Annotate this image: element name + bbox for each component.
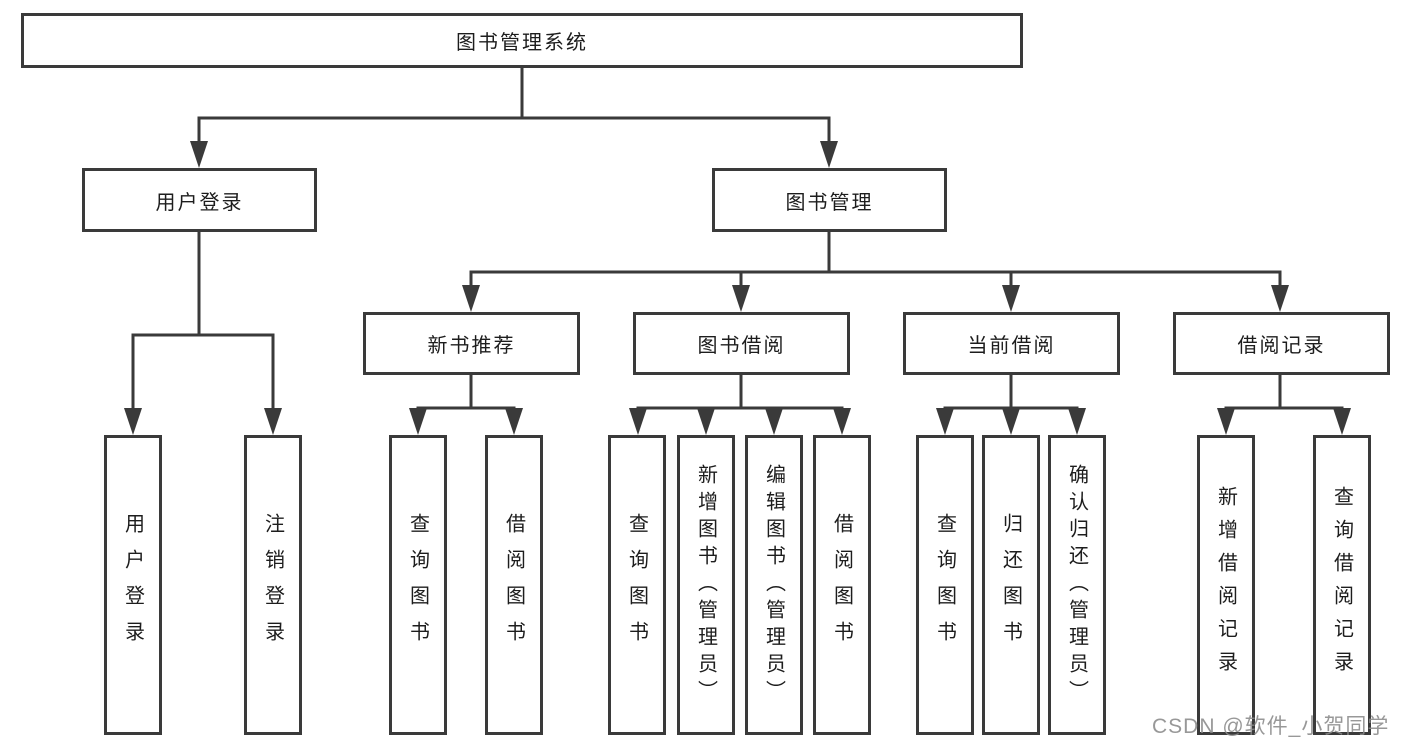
csdn-watermark: CSDN @软件_小贺同学 <box>1152 715 1390 738</box>
node-new-book-recommend: 新书推荐 <box>363 312 580 375</box>
leaf-query-books-recommend: 查询图书 <box>389 435 447 735</box>
leaf-user-login: 用户登录 <box>104 435 162 735</box>
node-current-borrow: 当前借阅 <box>903 312 1120 375</box>
node-book-borrow: 图书借阅 <box>633 312 850 375</box>
arrowheads <box>124 141 1351 435</box>
leaf-label: 新增图书（管理员） <box>694 463 717 707</box>
leaf-label: 查询图书 <box>933 513 956 657</box>
leaf-label: 查询图书 <box>625 513 648 657</box>
node-borrow-records: 借阅记录 <box>1173 312 1390 375</box>
leaf-label: 查询图书 <box>406 513 429 657</box>
leaf-label: 借阅图书 <box>502 513 525 657</box>
leaf-query-borrow-record: 查询借阅记录 <box>1313 435 1371 735</box>
leaf-edit-book-admin: 编辑图书（管理员） <box>745 435 803 735</box>
node-book-management: 图书管理 <box>712 168 947 232</box>
leaf-label: 归还图书 <box>999 513 1022 657</box>
leaf-add-borrow-record: 新增借阅记录 <box>1197 435 1255 735</box>
leaf-return-book: 归还图书 <box>982 435 1040 735</box>
leaf-query-books-borrow: 查询图书 <box>608 435 666 735</box>
leaf-label: 用户登录 <box>121 513 144 657</box>
leaf-add-book-admin: 新增图书（管理员） <box>677 435 735 735</box>
leaf-confirm-return-admin: 确认归还（管理员） <box>1048 435 1106 735</box>
leaf-borrow-books: 借阅图书 <box>813 435 871 735</box>
leaf-label: 注销登录 <box>261 513 284 657</box>
leaf-label: 新增借阅记录 <box>1214 486 1237 684</box>
node-user-login: 用户登录 <box>82 168 317 232</box>
leaf-borrow-books-recommend: 借阅图书 <box>485 435 543 735</box>
leaf-query-books-current: 查询图书 <box>916 435 974 735</box>
leaf-label: 编辑图书（管理员） <box>762 463 785 707</box>
leaf-label: 确认归还（管理员） <box>1065 463 1088 707</box>
node-root-library-system: 图书管理系统 <box>21 13 1023 68</box>
leaf-logout: 注销登录 <box>244 435 302 735</box>
leaf-label: 借阅图书 <box>830 513 853 657</box>
leaf-label: 查询借阅记录 <box>1330 486 1353 684</box>
